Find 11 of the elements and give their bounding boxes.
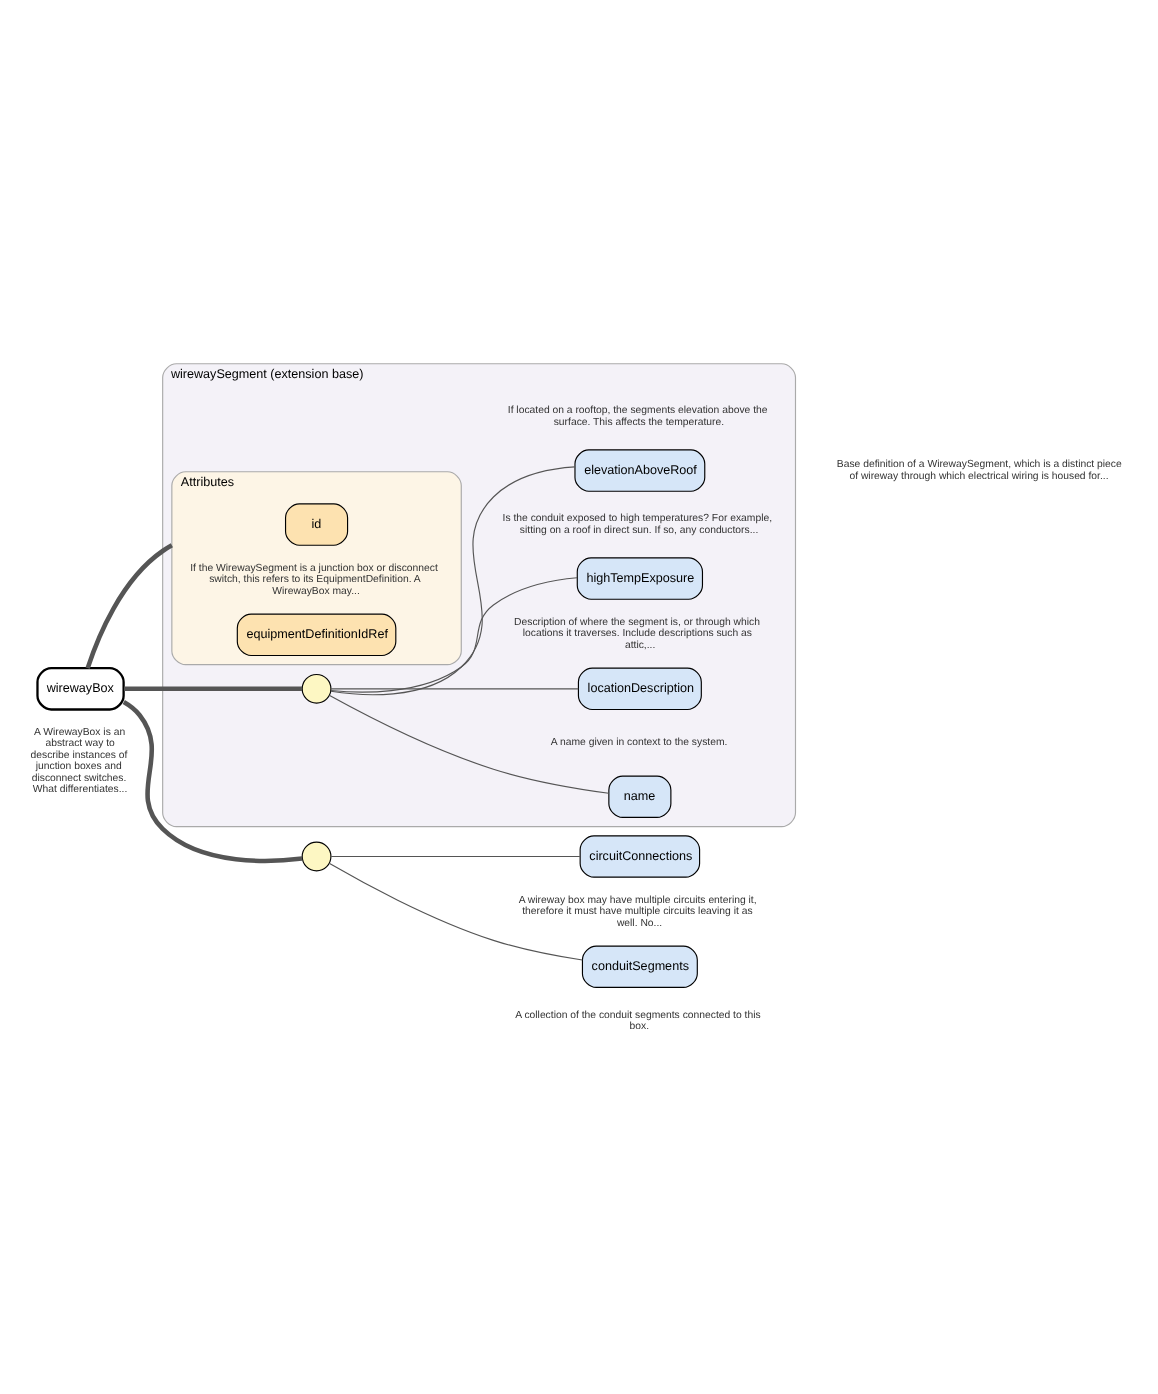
connector <box>329 861 583 960</box>
connector <box>124 685 303 691</box>
node-circle <box>301 672 332 703</box>
connector <box>122 699 303 863</box>
connector <box>330 854 581 857</box>
node-circle <box>301 840 332 871</box>
connector <box>330 576 578 692</box>
connector <box>85 542 173 668</box>
connector <box>330 687 579 689</box>
connector <box>330 465 576 695</box>
connector <box>329 693 610 793</box>
